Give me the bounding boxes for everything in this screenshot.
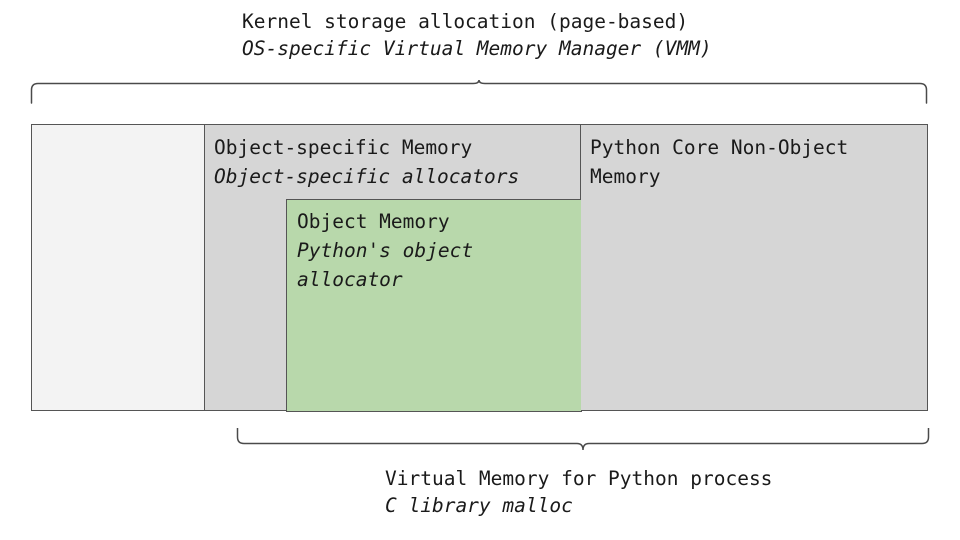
box-object-memory-line-2: Python's object	[297, 239, 474, 262]
bottom-brace	[235, 428, 933, 454]
panel-python-core-non-object-memory: Python Core Non-Object Memory	[581, 125, 927, 410]
top-annotation-line-2: OS-specific Virtual Memory Manager (VMM)	[242, 37, 712, 60]
panel-object-specific-memory-text: Object-specific Memory Object-specific a…	[214, 133, 574, 191]
box-object-memory-line-3: allocator	[297, 268, 403, 291]
panel-python-core-non-object-memory-text: Python Core Non-Object Memory	[590, 133, 921, 191]
panel-object-specific-memory: Object-specific Memory Object-specific a…	[205, 125, 582, 412]
bottom-annotation-label: Virtual Memory for Python process C libr…	[385, 465, 945, 519]
box-object-memory: Object Memory Python's object allocator	[286, 199, 582, 412]
top-annotation-line-1: Kernel storage allocation (page-based)	[242, 10, 689, 33]
panel-object-specific-memory-line-1: Object-specific Memory	[214, 136, 473, 159]
box-object-memory-line-1: Object Memory	[297, 210, 450, 233]
panel-system-memory	[32, 125, 205, 410]
bottom-annotation-line-2: C library malloc	[385, 494, 573, 517]
panel-python-core-non-object-memory-line-1: Python Core Non-Object	[590, 136, 849, 159]
box-object-memory-text: Object Memory Python's object allocator	[297, 207, 573, 294]
top-brace	[29, 80, 931, 106]
bottom-annotation-line-1: Virtual Memory for Python process	[385, 467, 773, 490]
panel-python-core-non-object-memory-line-2: Memory	[590, 165, 661, 188]
top-annotation-label: Kernel storage allocation (page-based) O…	[242, 8, 942, 62]
memory-layout-box: Object-specific Memory Object-specific a…	[31, 124, 928, 412]
panel-object-specific-memory-line-2: Object-specific allocators	[214, 165, 520, 188]
